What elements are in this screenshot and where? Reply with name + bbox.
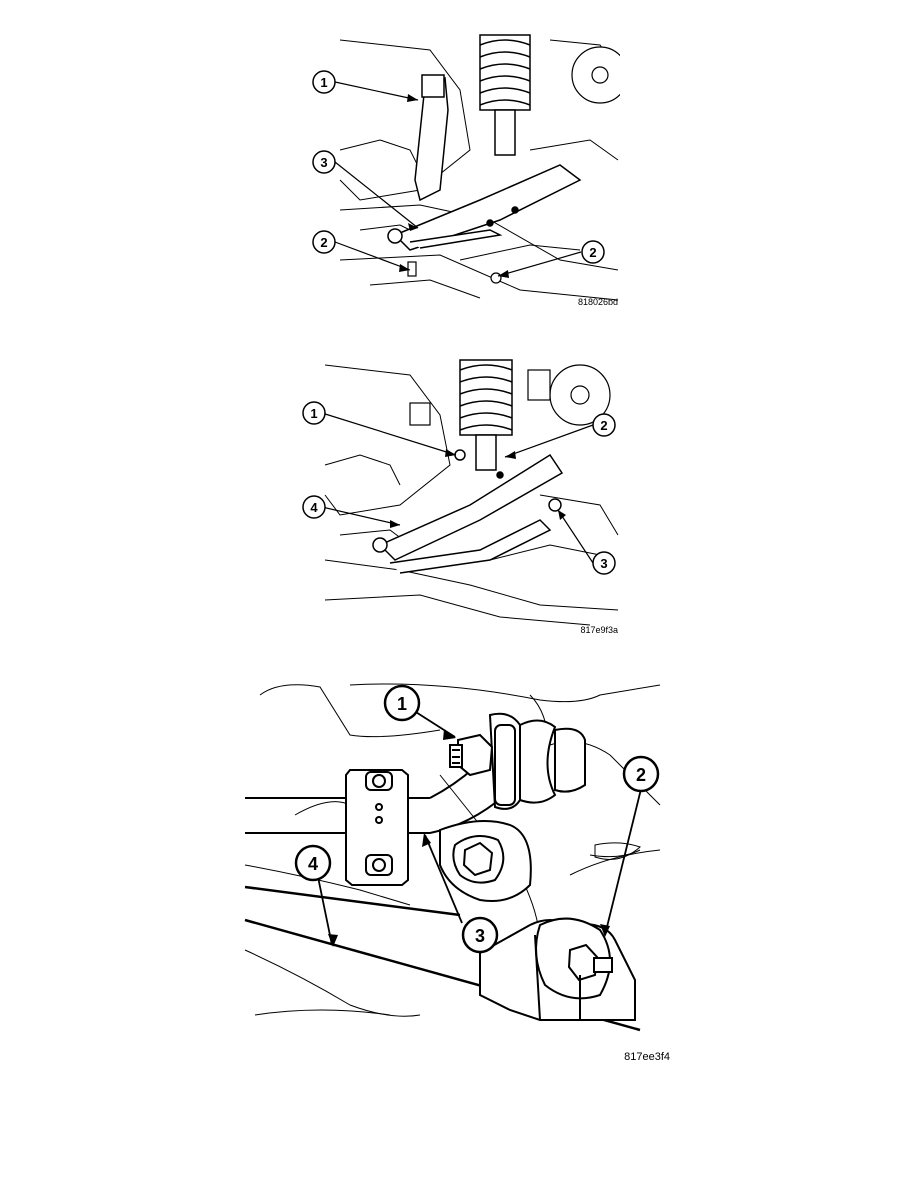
callout-3-label: 3 xyxy=(475,926,485,946)
callout-3: 3 xyxy=(592,551,616,575)
coil-spring xyxy=(459,359,513,471)
figure-code: 817ee3f4 xyxy=(624,1051,670,1063)
coil-spring xyxy=(479,34,531,156)
callout-3-label: 3 xyxy=(320,155,327,170)
callout-2-label: 2 xyxy=(600,418,607,433)
figure-2-drawing: 1 2 3 4 817e9f3a xyxy=(302,359,619,635)
callout-2-right: 2 xyxy=(581,240,605,264)
figure-code: 817e9f3a xyxy=(580,625,618,635)
figure-2: 1 2 3 4 817e9f3a xyxy=(300,355,620,640)
callout-1-label: 1 xyxy=(310,406,317,421)
callout-2: 2 xyxy=(622,755,660,793)
callout-2-left: 2 xyxy=(312,230,336,254)
callout-2-left-label: 2 xyxy=(320,235,327,250)
callout-1-label: 1 xyxy=(320,75,327,90)
callout-1: 1 xyxy=(312,70,336,94)
callout-4-label: 4 xyxy=(308,854,318,874)
callout-3-label: 3 xyxy=(600,556,607,571)
callout-1-label: 1 xyxy=(397,694,407,714)
callout-4-label: 4 xyxy=(310,500,318,515)
figure-3-drawing: 1 2 3 4 817ee3f4 xyxy=(244,683,670,1063)
callout-2-right-label: 2 xyxy=(589,245,596,260)
callout-2-label: 2 xyxy=(636,765,646,785)
callout-1: 1 xyxy=(383,684,421,722)
callout-1: 1 xyxy=(302,401,326,425)
figure-code: 818026bd xyxy=(578,297,618,307)
callout-3: 3 xyxy=(312,150,336,174)
figure-1-drawing: 1 2 2 3 818026bd xyxy=(312,34,620,307)
callout-4: 4 xyxy=(294,844,332,882)
callout-4: 4 xyxy=(302,495,326,519)
callout-2: 2 xyxy=(592,413,616,437)
figure-1: 1 2 2 3 818026bd xyxy=(300,30,620,315)
figure-3: 1 2 3 4 817ee3f4 xyxy=(240,675,680,1075)
callout-3: 3 xyxy=(461,916,499,954)
